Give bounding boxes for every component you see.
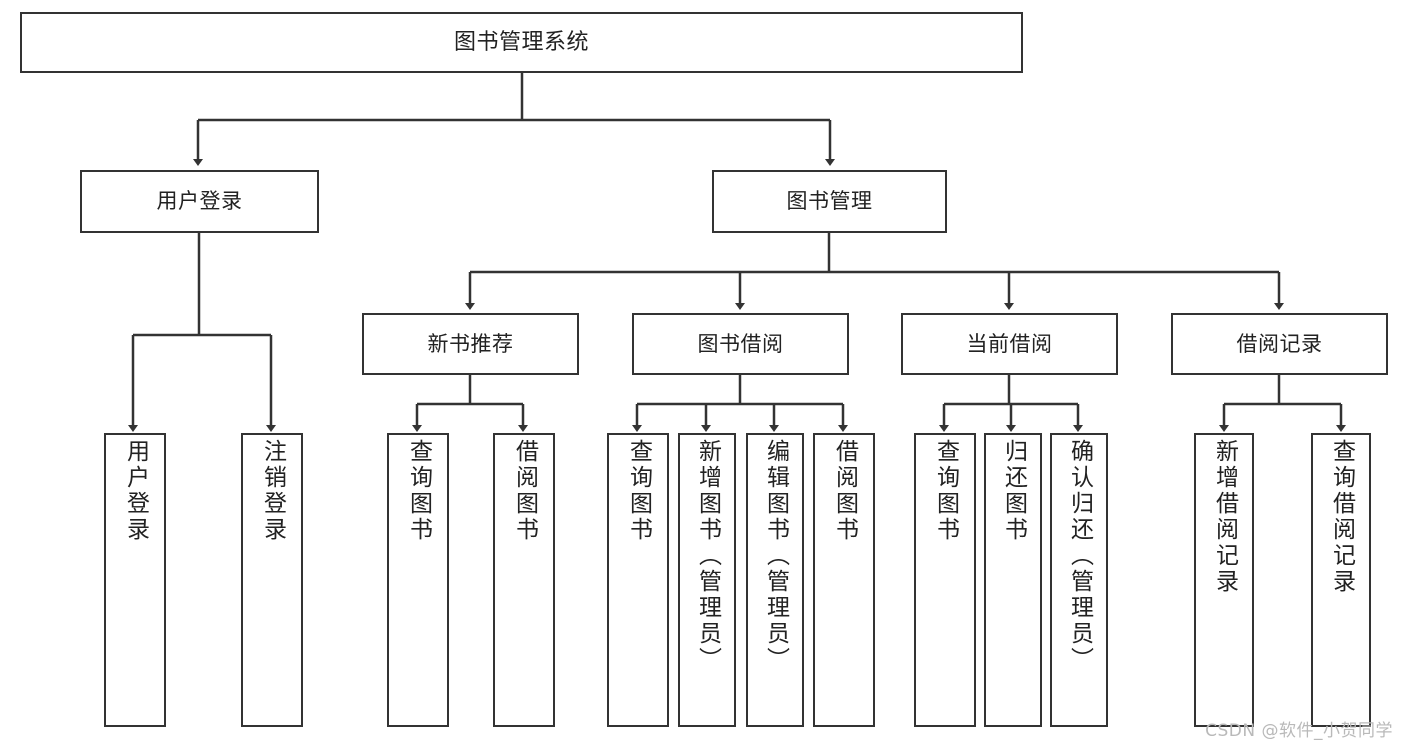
node-current-borrow[interactable]: 当前借阅 xyxy=(901,313,1118,375)
leaf-query-book-current[interactable]: 查询图书 xyxy=(914,433,976,727)
leaf-user-login[interactable]: 用户登录 xyxy=(104,433,166,727)
node-label: 确认归还（管理员） xyxy=(1066,439,1093,673)
leaf-return-book[interactable]: 归还图书 xyxy=(984,433,1042,727)
node-label: 图书管理系统 xyxy=(453,29,589,55)
node-book-borrow[interactable]: 图书借阅 xyxy=(632,313,849,375)
leaf-add-borrow-record[interactable]: 新增借阅记录 xyxy=(1194,433,1254,727)
node-user-login[interactable]: 用户登录 xyxy=(80,170,319,233)
node-book-management-system[interactable]: 图书管理系统 xyxy=(20,12,1023,73)
leaf-borrow-book-recommend[interactable]: 借阅图书 xyxy=(493,433,555,727)
node-label: 查询图书 xyxy=(405,439,432,543)
node-book-management[interactable]: 图书管理 xyxy=(712,170,947,233)
node-label: 图书管理 xyxy=(786,189,873,214)
node-label: 借阅图书 xyxy=(511,439,538,543)
node-label: 查询图书 xyxy=(932,439,959,543)
node-label: 借阅记录 xyxy=(1236,331,1323,356)
node-label: 注销登录 xyxy=(259,439,286,543)
node-label: 编辑图书（管理员） xyxy=(762,439,789,673)
node-label: 图书借阅 xyxy=(697,331,784,356)
node-label: 查询借阅记录 xyxy=(1328,439,1355,595)
leaf-logout-login[interactable]: 注销登录 xyxy=(241,433,303,727)
leaf-borrow-book-borrow[interactable]: 借阅图书 xyxy=(813,433,875,727)
node-label: 用户登录 xyxy=(122,439,149,543)
leaf-add-book-admin[interactable]: 新增图书（管理员） xyxy=(678,433,736,727)
csdn-watermark: CSDN @软件_小贺同学 xyxy=(1205,721,1393,741)
leaf-query-book-borrow[interactable]: 查询图书 xyxy=(607,433,669,727)
node-label: 当前借阅 xyxy=(966,331,1053,356)
node-borrow-record[interactable]: 借阅记录 xyxy=(1171,313,1388,375)
node-label: 借阅图书 xyxy=(831,439,858,543)
node-new-book-recommend[interactable]: 新书推荐 xyxy=(362,313,579,375)
leaf-edit-book-admin[interactable]: 编辑图书（管理员） xyxy=(746,433,804,727)
node-label: 查询图书 xyxy=(625,439,652,543)
node-label: 新书推荐 xyxy=(427,331,514,356)
node-label: 用户登录 xyxy=(156,189,243,214)
node-label: 新增借阅记录 xyxy=(1211,439,1238,595)
leaf-query-borrow-record[interactable]: 查询借阅记录 xyxy=(1311,433,1371,727)
node-label: 归还图书 xyxy=(1000,439,1027,543)
node-label: 新增图书（管理员） xyxy=(694,439,721,673)
leaf-query-book-recommend[interactable]: 查询图书 xyxy=(387,433,449,727)
leaf-confirm-return-admin[interactable]: 确认归还（管理员） xyxy=(1050,433,1108,727)
